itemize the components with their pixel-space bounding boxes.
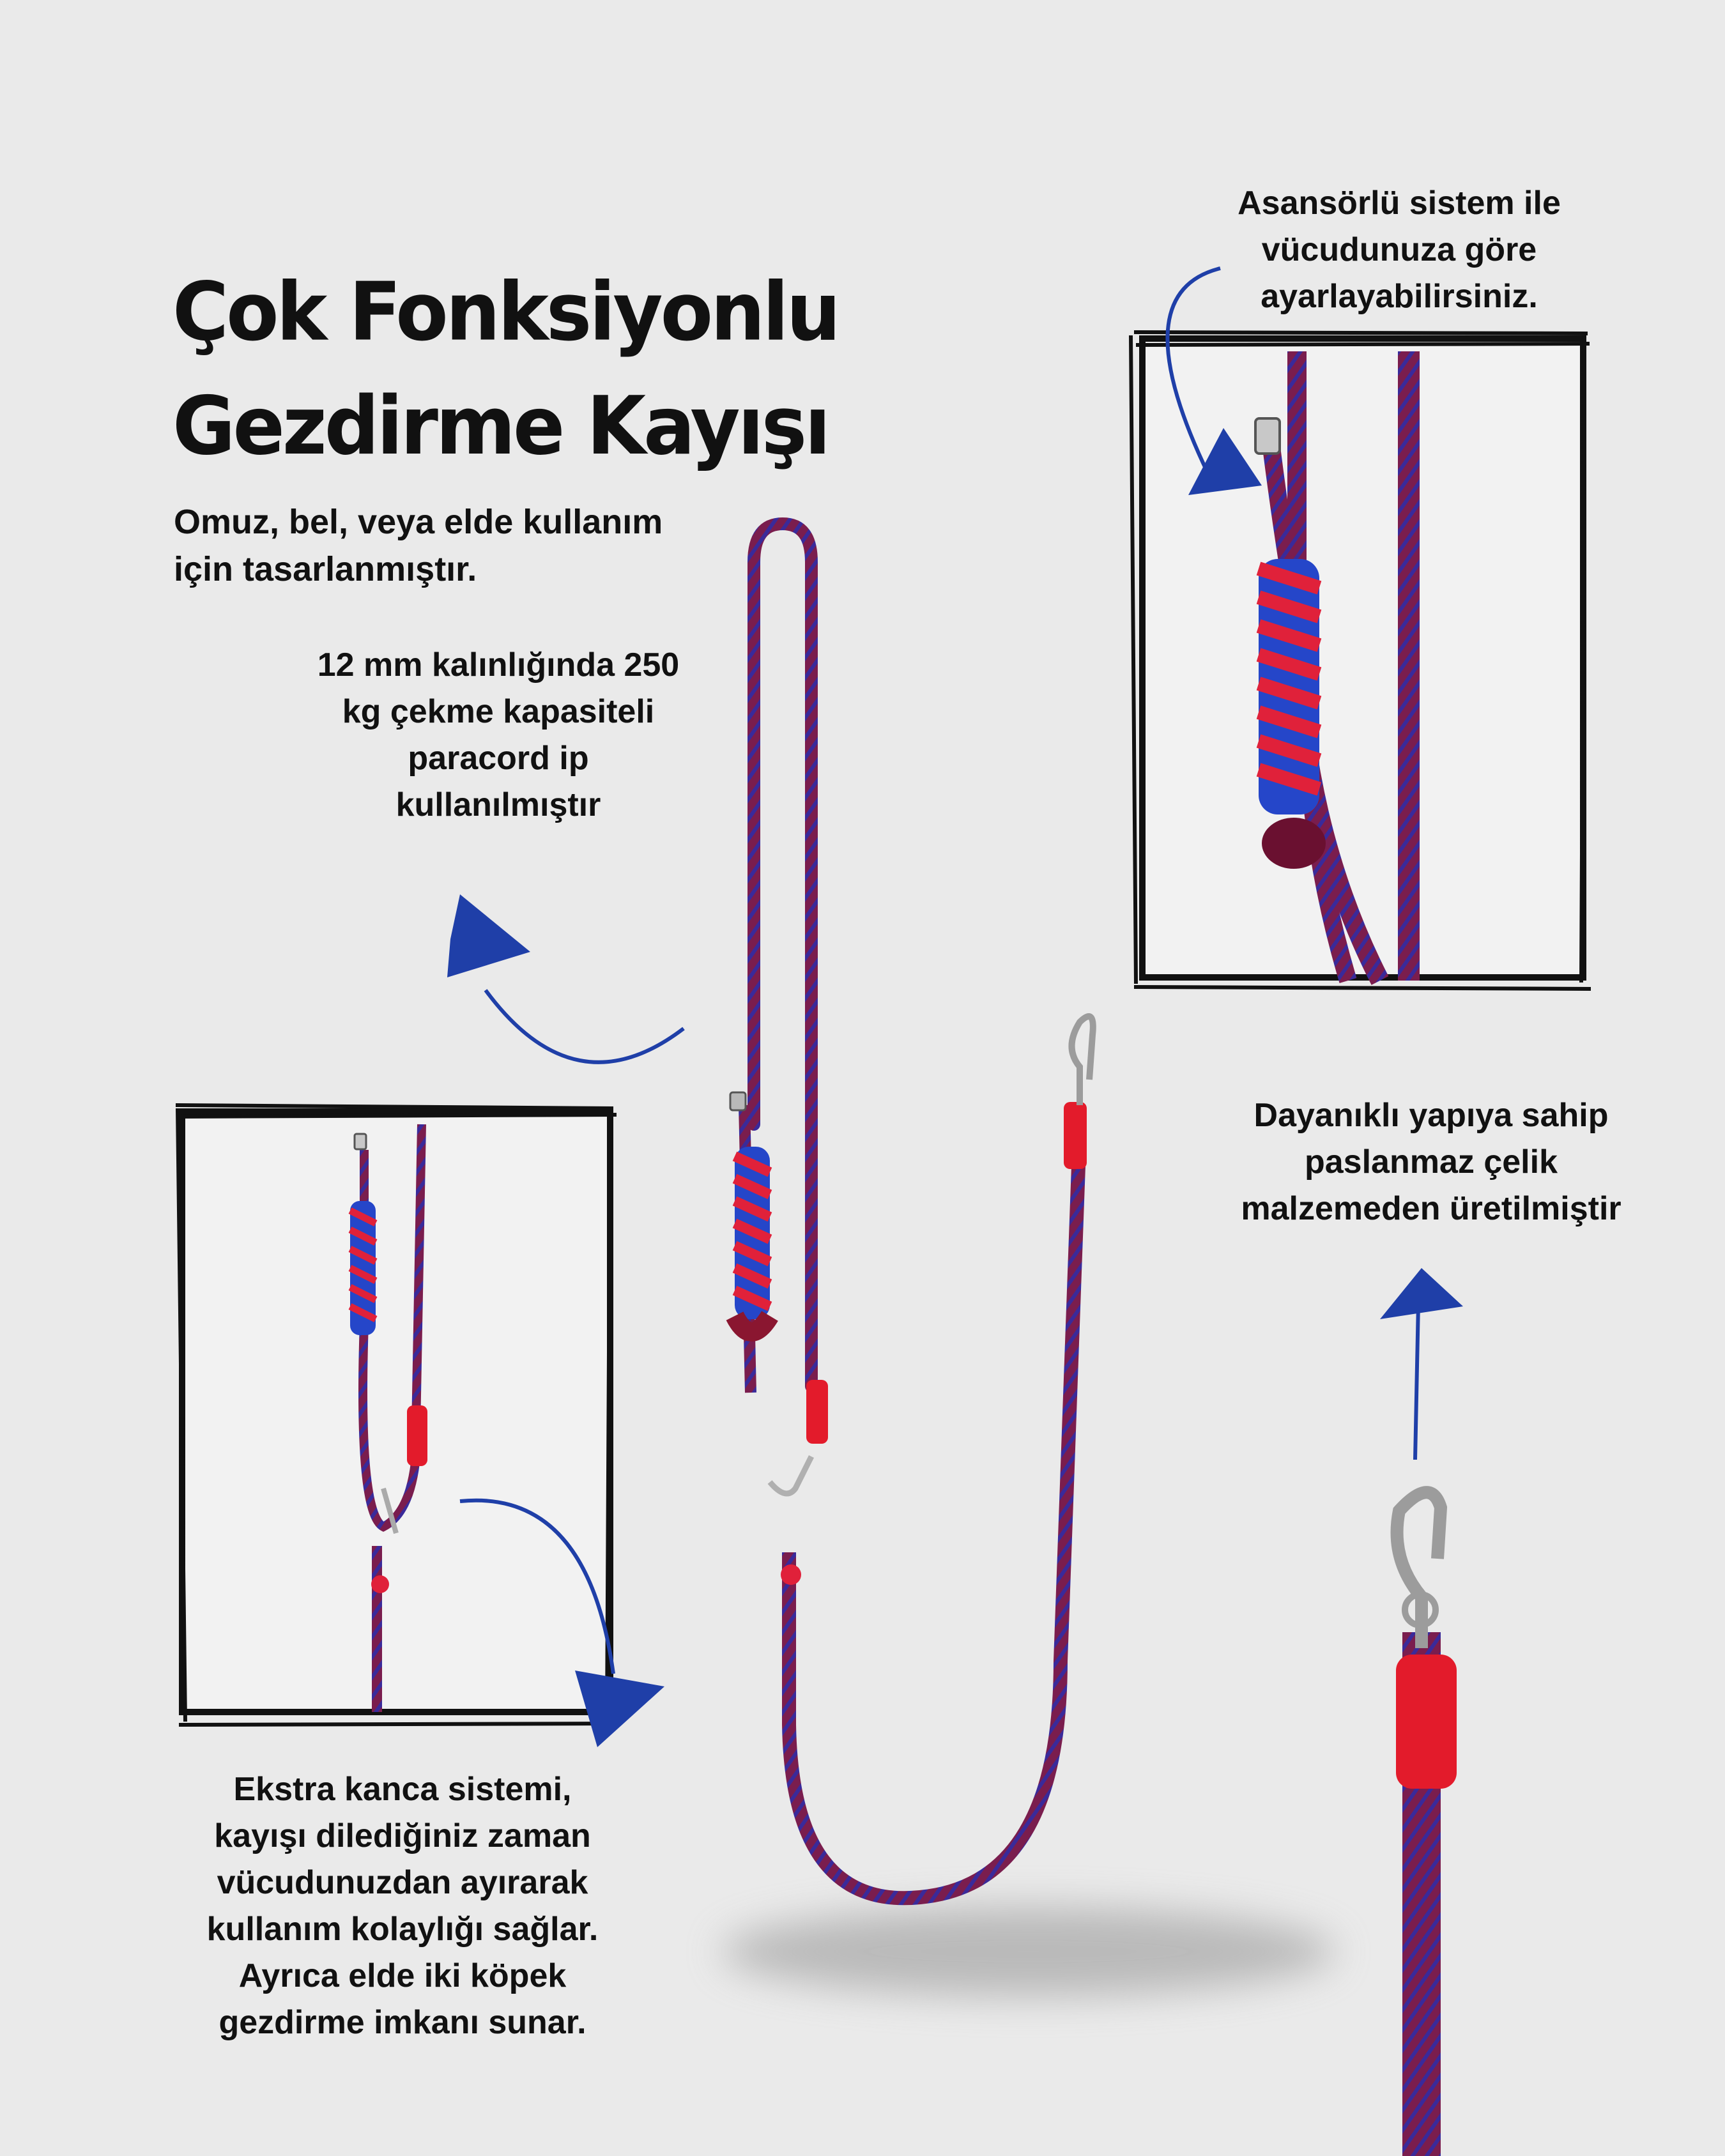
main-leash — [726, 517, 1096, 1906]
feature-text-line: Asansörlü sistem ile — [1238, 185, 1561, 222]
red-adjuster — [806, 1380, 828, 1444]
title-line-2: Gezdirme Kayışı — [172, 379, 831, 473]
feature-cord-note: 12 mm kalınlığında 250 kg çekme kapasite… — [300, 642, 696, 829]
subtitle-line-1: Omuz, bel, veya elde kullanım — [174, 503, 663, 541]
feature-text-line: kg çekme kapasiteli — [342, 693, 655, 730]
leash-knot — [726, 1147, 778, 1342]
feature-text-line: kullanım kolaylığı sağlar. — [206, 1911, 599, 1948]
arrowhead-icon — [575, 1671, 664, 1747]
annotation-arrows — [459, 266, 1420, 1674]
arrowhead-icon — [1380, 1268, 1463, 1319]
feature-elevator-note: Asansörlü sistem ile vücudunuza göre aya… — [1201, 180, 1597, 320]
feature-text-line: paracord ip — [408, 740, 589, 777]
arrowhead-icon — [1188, 428, 1262, 495]
feature-text-line: malzemeden üretilmiştir — [1241, 1190, 1621, 1227]
title-line-1: Çok Fonksiyonlu — [172, 265, 841, 359]
feature-text-line: ayarlayabilirsiniz. — [1261, 278, 1538, 315]
feature-steel-note: Dayanıklı yapıya sahip paslanmaz çelik m… — [1201, 1092, 1661, 1232]
subtitle: Omuz, bel, veya elde kullanım için tasar… — [174, 498, 749, 593]
arrow-heads — [447, 428, 1463, 1747]
feature-text-line: gezdirme imkanı sunar. — [218, 2004, 586, 2041]
detail-frame-elevator — [1129, 330, 1591, 991]
feature-text-line: Ayrıca elde iki köpek — [238, 1957, 567, 1994]
zoomed-hook — [1390, 1486, 1457, 2156]
arrow-from-hook-detail — [459, 1498, 615, 1674]
detail-frame-hook — [175, 1103, 617, 1727]
feature-text-line: Ekstra kanca sistemi, — [233, 1771, 572, 1808]
feature-text-line: vücudunuzdan ayırarak — [217, 1864, 588, 1901]
feature-text-line: Dayanıklı yapıya sahip — [1254, 1097, 1609, 1134]
feature-hook-note: Ekstra kanca sistemi, kayışı dilediğiniz… — [160, 1766, 645, 2046]
arrow-to-steel-note — [1413, 1303, 1420, 1460]
red-adjuster — [1396, 1655, 1457, 1789]
feature-text-line: kayışı dilediğiniz zaman — [214, 1817, 591, 1854]
subtitle-line-2: için tasarlanmıştır. — [174, 550, 477, 588]
feature-text-line: 12 mm kalınlığında 250 — [317, 646, 680, 684]
red-adjuster — [1064, 1102, 1087, 1169]
page-title: Çok Fonksiyonlu Gezdirme Kayışı — [172, 256, 841, 484]
feature-text-line: paslanmaz çelik — [1305, 1143, 1558, 1181]
arrow-to-elevator-detail — [1165, 266, 1221, 487]
leash-shadow — [722, 1907, 1335, 1996]
feature-text-line: kullanılmıştır — [395, 786, 601, 823]
arrow-to-cord-note — [484, 989, 685, 1064]
arrowhead-icon — [447, 894, 530, 977]
feature-text-line: vücudunuza göre — [1261, 231, 1537, 268]
